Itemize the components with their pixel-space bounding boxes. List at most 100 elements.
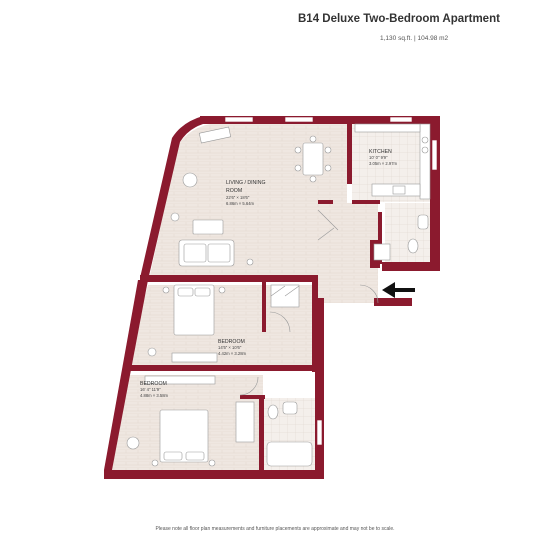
entry-arrow-icon: [382, 282, 415, 298]
bath-basin: [282, 401, 298, 415]
partition-kitchen-west: [347, 124, 352, 184]
window-east-bath: [316, 419, 323, 446]
dining-chair: [324, 164, 332, 172]
partition-kitchen-south: [352, 200, 380, 204]
living-floor: [150, 124, 347, 275]
window-east-kitchen: [431, 139, 438, 171]
living-room-name: LIVING / DINING: [226, 180, 266, 186]
nightstand: [162, 286, 170, 294]
armchair: [126, 436, 140, 450]
pillow: [177, 287, 194, 297]
dining-chair: [294, 146, 302, 154]
door-swing: [317, 227, 335, 241]
bedroom-second-dim-metric: 4.88m × 3.58m: [140, 393, 169, 398]
plant: [170, 212, 180, 222]
floor-areas: [104, 124, 430, 470]
kitchen-dim-imperial: 10' 0" 9'9": [369, 155, 388, 160]
dining-chair: [294, 164, 302, 172]
east-wall-entry: [374, 298, 412, 306]
bed-second: [159, 409, 209, 463]
pillow: [185, 451, 205, 461]
partition-bedrooms: [125, 365, 320, 371]
wardrobe-doors: [270, 285, 300, 297]
living-room-dim-metric: 6.86m × 5.64m: [226, 201, 255, 206]
kitchen-counter-north: [354, 123, 421, 133]
bedroom-second-name: BEDROOM: [140, 381, 167, 387]
bedroom-main-furniture: [147, 284, 226, 363]
living-room-name-2: ROOM: [226, 188, 242, 194]
wc-toilet: [407, 238, 419, 254]
north-wall: [200, 116, 440, 124]
bath-toilet: [267, 404, 279, 420]
side-lamp: [246, 258, 254, 266]
partition-wardrobe: [262, 282, 266, 332]
kitchen-sink: [392, 185, 406, 195]
partition-hall-south: [312, 282, 318, 372]
door-swing-bathroom: [239, 376, 259, 396]
wc-basin: [417, 214, 429, 230]
desk: [144, 375, 216, 385]
door-swing-bedroom: [269, 311, 291, 333]
wc-fixtures: [373, 214, 429, 261]
partition-bathroom-north: [240, 395, 265, 399]
nightstand: [218, 286, 226, 294]
wardrobe: [235, 401, 255, 443]
west-wall-upper: [140, 116, 203, 280]
dining-chair: [309, 135, 317, 143]
windows: [224, 116, 438, 446]
west-wall-lower: [104, 280, 148, 470]
window-north-1: [224, 116, 254, 123]
hall-fixtures: [239, 209, 379, 396]
hall-floor: [318, 203, 378, 303]
wc-floor: [385, 203, 430, 263]
entrance-door-swing: [359, 284, 379, 304]
bedroom-main-name: BEDROOM: [218, 339, 245, 345]
dining-table: [302, 142, 324, 176]
kitchen-name: KITCHEN: [369, 149, 392, 155]
bedroom-main-dim-imperial: 14'5" × 10'6": [218, 345, 242, 350]
pillow: [163, 451, 183, 461]
bedroom-second-dim-imperial: 16' 4" 11'9": [140, 387, 161, 392]
armchair: [182, 172, 198, 188]
east-wall-step: [382, 262, 440, 271]
bed-main: [173, 284, 215, 336]
partition-hall-north: [318, 200, 333, 204]
partition-bathroom-west: [259, 398, 264, 470]
bathroom-fixtures: [266, 401, 313, 467]
walls: [104, 116, 440, 479]
dining-chair: [324, 146, 332, 154]
bathtub: [266, 441, 313, 467]
sofa-cushion: [207, 243, 231, 263]
utility-cupboard: [373, 243, 391, 261]
kitchen-hob: [421, 146, 429, 154]
kitchen-fixtures: [354, 123, 431, 200]
bedroom-main-dim-metric: 4.42m × 3.28m: [218, 351, 247, 356]
plan-title: B14 Deluxe Two-Bedroom Apartment: [298, 13, 500, 25]
kitchen-counter-east: [419, 123, 431, 200]
living-room-dim-imperial: 22'6" × 18'6": [226, 195, 250, 200]
pillow: [194, 287, 211, 297]
partition-wc-west: [378, 212, 382, 264]
room-labels: LIVING / DINING ROOM 22'6" × 18'6" 6.86m…: [140, 149, 398, 398]
east-wall-lower: [315, 298, 324, 478]
coffee-table: [192, 219, 224, 235]
door-swing: [317, 209, 339, 231]
kitchen-hob: [421, 136, 429, 144]
window-north-2: [284, 116, 314, 123]
window-north-3: [389, 116, 413, 123]
disclaimer: Please note all floor plan measurements …: [155, 526, 395, 532]
nightstand: [151, 459, 159, 467]
dining-chair: [309, 175, 317, 183]
nightstand: [208, 459, 216, 467]
sideboard: [198, 126, 232, 144]
desk-chair: [147, 347, 157, 357]
south-wall: [104, 470, 324, 479]
desk: [171, 352, 218, 363]
bedroom-second-furniture: [126, 375, 255, 467]
living-furniture: [170, 126, 332, 267]
east-wall-kitchen: [430, 116, 440, 271]
sofa-cushion: [183, 243, 207, 263]
area-label: 1,130 sq.ft. | 104.98 m2: [380, 35, 449, 42]
partition-living-bedroom: [140, 275, 318, 282]
